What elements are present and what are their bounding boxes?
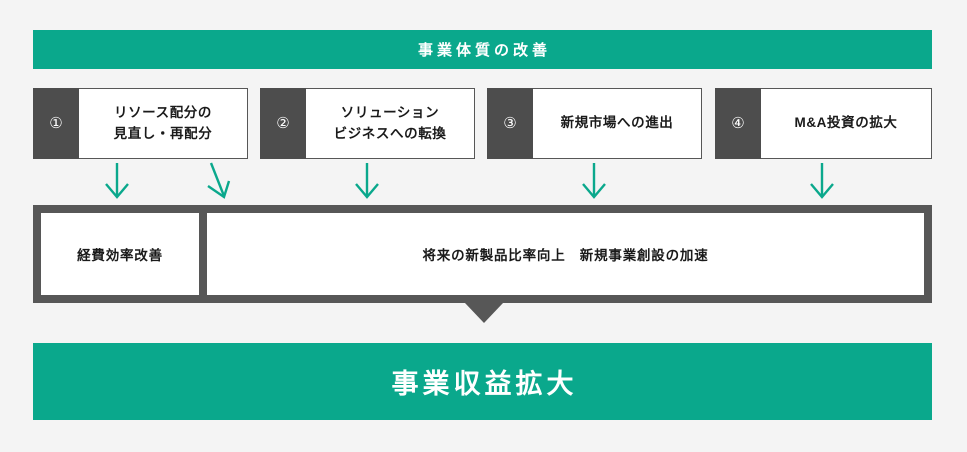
down-triangle-icon bbox=[465, 303, 503, 323]
outcome-cell-left: 経費効率改善 bbox=[41, 213, 199, 295]
result-banner-label: 事業収益拡大 bbox=[391, 369, 578, 399]
result-banner: 事業収益拡大 bbox=[33, 343, 932, 420]
header-banner: 事業体質の改善 bbox=[33, 30, 932, 69]
outcome-band: 経費効率改善 将来の新製品比率向上 新規事業創設の加速 bbox=[33, 205, 932, 303]
arrow-from-strategy-3 bbox=[582, 163, 606, 199]
strategy-body-3: 新規市場への進出 bbox=[533, 88, 702, 159]
strategy-number-3: ③ bbox=[487, 88, 533, 159]
strategy-body-1: リソース配分の 見直し・再配分 bbox=[79, 88, 248, 159]
arrow-from-strategy-1-diagonal bbox=[207, 162, 231, 199]
strategy-label-1: リソース配分の 見直し・再配分 bbox=[113, 104, 213, 141]
arrow-from-strategy-2 bbox=[355, 163, 379, 199]
arrow-from-strategy-1-left bbox=[105, 163, 129, 199]
header-banner-label: 事業体質の改善 bbox=[417, 42, 551, 59]
strategy-label-4: M&A投資の拡大 bbox=[794, 115, 898, 131]
strategy-label-3: 新規市場への進出 bbox=[560, 115, 674, 131]
arrow-from-strategy-4 bbox=[810, 163, 834, 199]
strategy-box-2[interactable]: ② ソリューション ビジネスへの転換 bbox=[260, 88, 475, 159]
outcome-label-right: 将来の新製品比率向上 新規事業創設の加速 bbox=[422, 248, 709, 263]
strategy-label-2: ソリューション ビジネスへの転換 bbox=[333, 104, 447, 141]
strategy-box-1[interactable]: ① リソース配分の 見直し・再配分 bbox=[33, 88, 248, 159]
strategy-box-4[interactable]: ④ M&A投資の拡大 bbox=[715, 88, 932, 159]
strategy-body-2: ソリューション ビジネスへの転換 bbox=[306, 88, 475, 159]
strategy-box-3[interactable]: ③ 新規市場への進出 bbox=[487, 88, 702, 159]
strategy-row: ① リソース配分の 見直し・再配分 ② ソリューション ビジネスへの転換 ③ 新… bbox=[33, 88, 932, 159]
strategy-number-2: ② bbox=[260, 88, 306, 159]
strategy-number-1: ① bbox=[33, 88, 79, 159]
outcome-label-left: 経費効率改善 bbox=[77, 248, 163, 263]
strategy-number-4: ④ bbox=[715, 88, 761, 159]
outcome-cell-right: 将来の新製品比率向上 新規事業創設の加速 bbox=[207, 213, 924, 295]
strategy-body-4: M&A投資の拡大 bbox=[761, 88, 932, 159]
